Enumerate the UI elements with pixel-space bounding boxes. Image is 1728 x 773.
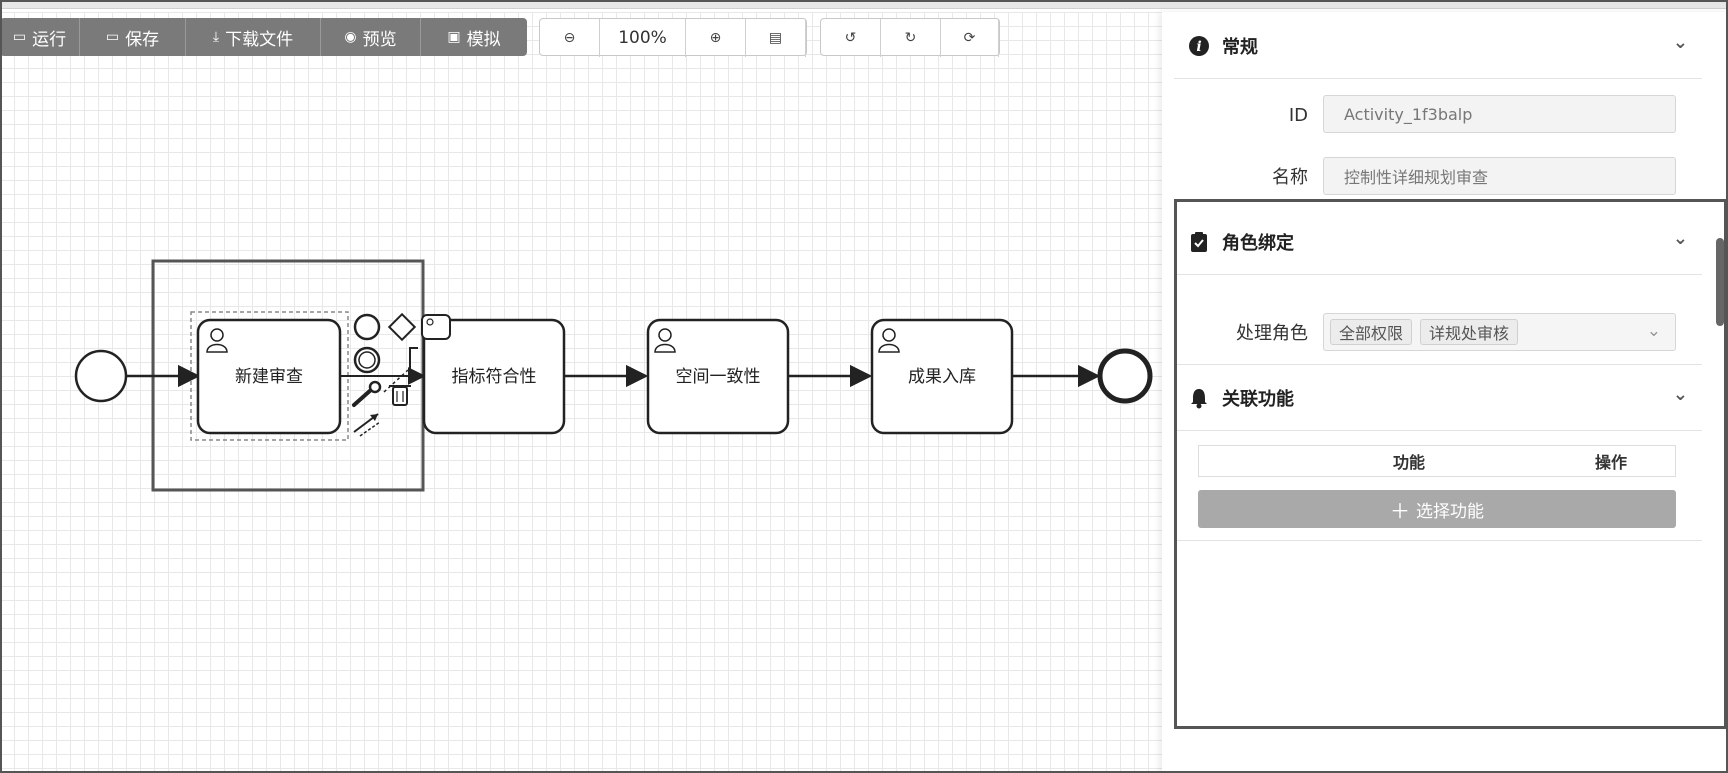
svg-text:i: i (1196, 39, 1201, 55)
divider (1174, 540, 1702, 541)
chevron-down-icon[interactable]: ⌄ (1672, 384, 1688, 405)
download-label: 下载文件 (225, 29, 294, 50)
user-icon (654, 328, 676, 353)
role-tag[interactable]: 全部权限 (1330, 319, 1413, 345)
download-button[interactable]: ⤓ 下载文件 (186, 18, 321, 56)
wrench-icon[interactable] (352, 380, 382, 407)
panel-scrollbar[interactable] (1716, 238, 1724, 326)
fit-view-icon: ▤ (768, 30, 783, 46)
id-row: ID (1200, 96, 1308, 134)
refresh-button[interactable]: ⟳ (941, 19, 999, 57)
id-value: Activity_1f3balp (1344, 104, 1473, 124)
save-button[interactable]: ▭ 保存 (80, 18, 186, 56)
simulate-button[interactable]: ▣ 模拟 (421, 18, 527, 56)
download-icon: ⤓ (212, 29, 220, 45)
chevron-down-icon[interactable]: ⌄ (1672, 32, 1688, 53)
undo-icon: ↺ (844, 30, 857, 46)
task-indicator-compliance[interactable]: 指标符合性 (422, 318, 566, 435)
redo-button[interactable]: ↻ (881, 19, 941, 57)
role-tag[interactable]: 详规处审核 (1420, 319, 1519, 345)
text-annotation-icon[interactable] (383, 347, 418, 393)
id-label: ID (1288, 104, 1308, 126)
simulate-label: 模拟 (466, 29, 501, 50)
zoom-toolbar: ⊖ 100% ⊕ ▤ (539, 18, 807, 57)
id-field[interactable]: Activity_1f3balp (1323, 95, 1676, 133)
section-functions-header[interactable]: 关联功能 ⌄ (1174, 366, 1702, 431)
section-general-header[interactable]: i 常规 ⌄ (1174, 14, 1702, 79)
start-event[interactable] (74, 349, 128, 403)
task-new-review[interactable]: 新建审查 (196, 318, 342, 435)
name-row: 名称 (1200, 157, 1308, 195)
clipboard-check-icon (1188, 231, 1210, 253)
refresh-icon: ⟳ (963, 30, 976, 46)
plus-icon: ＋ (1390, 498, 1410, 523)
redo-icon: ↻ (904, 30, 917, 46)
folder-icon: ▭ (105, 29, 120, 45)
folder-icon: ▭ (12, 29, 27, 45)
divider (1174, 364, 1702, 365)
task-spatial-consistency[interactable]: 空间一致性 (646, 318, 790, 435)
select-function-button[interactable]: ＋ 选择功能 (1198, 490, 1676, 528)
save-label: 保存 (125, 29, 160, 50)
zoom-level-label: 100% (618, 28, 667, 48)
name-value: 控制性详细规划审查 (1344, 168, 1489, 187)
fit-view-button[interactable]: ▤ (746, 19, 806, 57)
role-label: 处理角色 (1236, 323, 1308, 344)
zoom-in-icon: ⊕ (709, 30, 722, 46)
context-pad[interactable] (352, 312, 451, 437)
column-function: 功能 (1393, 453, 1426, 472)
functions-table-header: 功能 操作 (1198, 445, 1676, 477)
preview-button[interactable]: ◉ 预览 (321, 18, 421, 56)
undo-button[interactable]: ↺ (821, 19, 881, 57)
zoom-level[interactable]: 100% (600, 19, 686, 57)
zoom-in-button[interactable]: ⊕ (686, 19, 746, 57)
task-label: 成果入库 (908, 367, 976, 387)
append-task-icon[interactable] (421, 314, 451, 340)
select-function-label: 选择功能 (1416, 501, 1484, 522)
section-functions-title: 关联功能 (1222, 389, 1294, 410)
zoom-out-icon: ⊖ (563, 30, 576, 46)
task-label: 指标符合性 (452, 367, 537, 387)
run-button[interactable]: ▭ 运行 (0, 18, 80, 56)
run-label: 运行 (32, 29, 67, 50)
connect-arrow-icon[interactable] (353, 413, 381, 437)
task-archive-results[interactable]: 成果入库 (870, 318, 1014, 435)
column-action: 操作 (1595, 453, 1628, 472)
name-field[interactable]: 控制性详细规划审查 (1323, 157, 1676, 195)
preview-label: 预览 (362, 29, 397, 50)
role-select[interactable]: 全部权限 详规处审核 ⌄ (1323, 313, 1676, 351)
info-icon: i (1188, 35, 1210, 57)
trash-icon[interactable] (389, 385, 411, 406)
task-label: 新建审查 (235, 367, 303, 387)
append-gateway-icon[interactable] (387, 312, 417, 342)
end-event[interactable] (1097, 348, 1153, 404)
properties-panel (1162, 12, 1728, 773)
append-end-event-icon[interactable] (353, 313, 381, 341)
history-toolbar: ↺ ↻ ⟳ (820, 18, 1000, 57)
chevron-down-icon[interactable]: ⌄ (1672, 228, 1688, 249)
eye-icon: ◉ (344, 29, 357, 45)
task-label: 空间一致性 (676, 367, 761, 387)
chevron-down-icon[interactable]: ⌄ (1646, 321, 1661, 341)
bell-icon (1188, 387, 1210, 409)
name-label: 名称 (1272, 167, 1308, 188)
user-icon (878, 328, 900, 353)
section-role-binding-header[interactable]: 角色绑定 ⌄ (1174, 210, 1702, 275)
section-general-title: 常规 (1222, 37, 1258, 58)
user-icon (206, 328, 228, 353)
file-toolbar: ▭ 运行 ▭ 保存 ⤓ 下载文件 ◉ 预览 ▣ 模拟 (0, 18, 527, 56)
section-role-binding-title: 角色绑定 (1222, 233, 1294, 254)
bpmn-diagram[interactable]: 新建审查 指标符合性 空间一致性 成果入库 (0, 0, 1162, 773)
window-top-bar (0, 0, 1728, 9)
zoom-out-button[interactable]: ⊖ (540, 19, 600, 57)
role-row: 处理角色 (1200, 313, 1308, 351)
chip-icon: ▣ (447, 29, 461, 45)
